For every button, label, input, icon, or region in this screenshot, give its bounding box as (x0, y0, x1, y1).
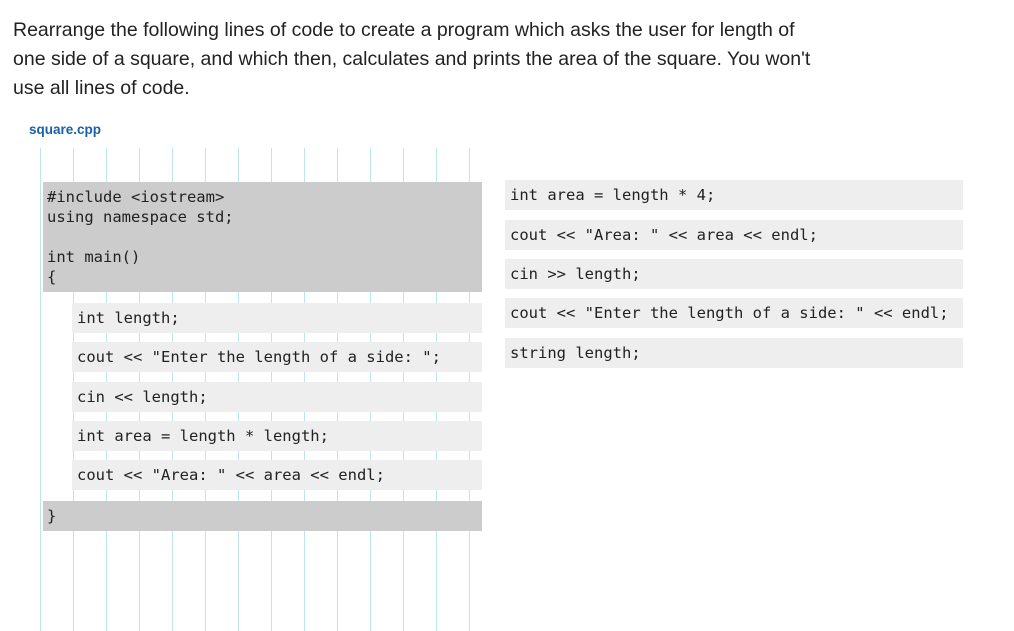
source-code-line-2[interactable]: cout << "Area: " << area << endl; (505, 220, 963, 250)
solution-code-line-1[interactable]: int length; (72, 303, 482, 333)
source-code-line-4[interactable]: cout << "Enter the length of a side: " <… (505, 298, 963, 328)
filename-label: square.cpp (29, 122, 102, 137)
source-code-line-3[interactable]: cin >> length; (505, 259, 963, 289)
code-header-block: #include <iostream> using namespace std;… (43, 182, 482, 292)
instructions-text: Rearrange the following lines of code to… (13, 19, 811, 99)
solution-code-line-4[interactable]: int area = length * length; (72, 421, 482, 451)
solution-code-line-2[interactable]: cout << "Enter the length of a side: "; (72, 342, 482, 372)
source-code-line-5[interactable]: string length; (505, 338, 963, 368)
solution-code-line-5[interactable]: cout << "Area: " << area << endl; (72, 460, 482, 490)
code-footer-block: } (43, 501, 482, 531)
source-code-line-1[interactable]: int area = length * 4; (505, 180, 963, 210)
solution-code-line-3[interactable]: cin << length; (72, 382, 482, 412)
